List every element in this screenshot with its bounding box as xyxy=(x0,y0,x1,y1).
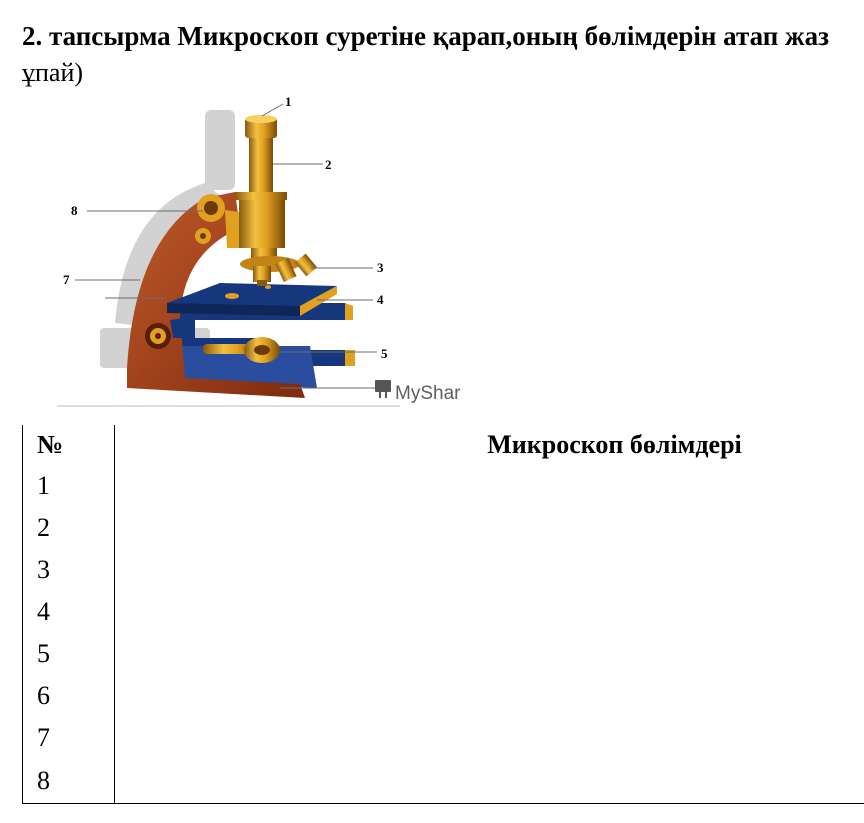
table-row: 6 xyxy=(22,675,864,717)
row-number: 6 xyxy=(22,675,115,717)
table-header-row: № Микроскоп бөлімдері xyxy=(22,425,864,465)
table-row: 5 xyxy=(22,633,864,675)
microscope-stage xyxy=(167,283,337,316)
table-row: 8 xyxy=(22,759,864,804)
figure-label-5: 5 xyxy=(381,346,388,361)
microscope-parts-table: № Микроскоп бөлімдері 1 2 3 4 5 6 7 8 xyxy=(22,425,864,804)
row-number: 5 xyxy=(22,633,115,675)
myshared-watermark: MyShar xyxy=(375,380,461,404)
row-number: 2 xyxy=(22,507,115,549)
watermark-text: MyShar xyxy=(395,383,461,404)
part-answer-cell[interactable] xyxy=(115,549,864,591)
mirror-knob xyxy=(203,337,280,363)
part-answer-cell[interactable] xyxy=(115,465,864,507)
presentation-icon xyxy=(375,380,391,398)
label-leaders xyxy=(75,103,377,389)
task-title: 2. тапсырма Микроскоп суретіне қарап,оны… xyxy=(22,21,829,51)
column-header-parts: Микроскоп бөлімдері xyxy=(487,430,742,459)
row-number: 7 xyxy=(22,717,115,759)
objective-lenses xyxy=(240,253,318,286)
table-row: 2 xyxy=(22,507,864,549)
figure-label-2: 2 xyxy=(325,157,332,172)
part-answer-cell[interactable] xyxy=(115,717,864,759)
figure-label-4: 4 xyxy=(377,292,384,307)
part-answer-cell[interactable] xyxy=(114,759,864,804)
column-header-number: № xyxy=(22,425,115,465)
row-number: 1 xyxy=(22,465,115,507)
figure-label-7: 7 xyxy=(63,272,70,287)
part-answer-cell[interactable] xyxy=(115,633,864,675)
figure-label-8: 8 xyxy=(71,203,78,218)
part-answer-cell[interactable] xyxy=(115,675,864,717)
part-answer-cell[interactable] xyxy=(115,507,864,549)
row-number: 3 xyxy=(22,549,115,591)
microscope-figure: 1 2 3 4 5 7 8 MyShar xyxy=(55,88,465,410)
table-row: 4 xyxy=(22,591,864,633)
row-number: 8 xyxy=(22,759,115,804)
table-row: 3 xyxy=(22,549,864,591)
part-answer-cell[interactable] xyxy=(115,591,864,633)
task-subtitle: ұпай) xyxy=(22,58,84,87)
row-number: 4 xyxy=(22,591,115,633)
microscope-arm xyxy=(127,192,305,398)
table-row: 1 xyxy=(22,465,864,507)
microscope-illustration: 1 2 3 4 5 7 8 MyShar xyxy=(57,94,461,407)
figure-label-1: 1 xyxy=(285,94,292,109)
figure-label-3: 3 xyxy=(377,260,384,275)
table-row: 7 xyxy=(22,717,864,759)
